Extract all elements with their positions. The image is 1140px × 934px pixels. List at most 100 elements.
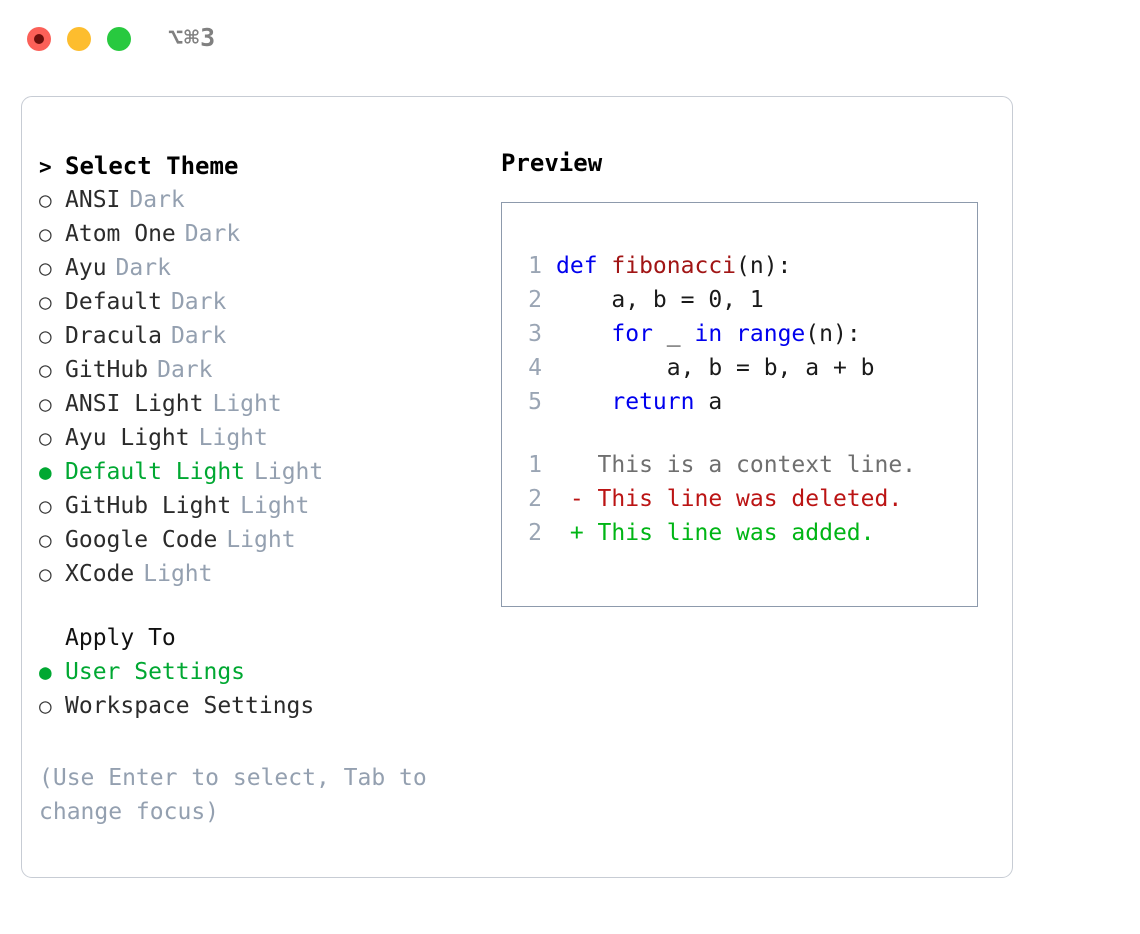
theme-option-atom-one[interactable]: ○ Atom One Dark [39, 217, 509, 251]
theme-option-default-light[interactable]: ● Default Light Light [39, 455, 509, 489]
code-line: 5 return a [518, 385, 875, 419]
theme-option-label: GitHub Light [65, 493, 232, 519]
theme-option-label: Atom One [65, 221, 176, 247]
theme-option-default[interactable]: ○ Default Dark [39, 285, 509, 319]
apply-to-panel: Apply To ●User Settings ○ Workspace Settin… [39, 621, 509, 723]
apply-to-items-list: ●User Settings ○ Workspace Settings [39, 655, 509, 723]
radio-unselected-icon: ○ [39, 290, 52, 314]
theme-option-label: Dracula [65, 323, 162, 349]
code-line: 4 a, b = b, a + b [518, 351, 875, 385]
apply-to-option-label: User Settings [65, 659, 246, 685]
select-theme-header: > Select Theme [39, 149, 509, 183]
radio-unselected-icon: ○ [39, 222, 52, 246]
theme-option-dracula[interactable]: ○ Dracula Dark [39, 319, 509, 353]
diff-sample: 1 This is a context line.2 - This line w… [518, 448, 916, 550]
keyboard-hint-text: (Use Enter to select, Tab to change focu… [39, 765, 427, 825]
line-number: 2 [528, 520, 542, 546]
radio-unselected-icon: ○ [39, 358, 52, 382]
radio-unselected-icon: ○ [39, 392, 52, 416]
radio-unselected-icon: ○ [39, 528, 52, 552]
diff-text: This is a context line. [556, 452, 917, 478]
theme-variant-badge: Light [198, 425, 268, 451]
theme-variant-badge: Dark [157, 357, 213, 383]
line-number: 2 [528, 486, 542, 512]
code-token [556, 389, 611, 415]
theme-variant-badge: Dark [115, 255, 171, 281]
line-number: 1 [528, 452, 542, 478]
radio-unselected-icon: ○ [39, 694, 52, 718]
minimize-window-button[interactable] [67, 27, 91, 51]
prompt-caret-icon: > [39, 155, 52, 179]
theme-variant-badge: Light [143, 561, 213, 587]
code-token: (n): [736, 253, 792, 279]
window-title: ⌥⌘3 [168, 23, 217, 52]
theme-variant-badge: Dark [170, 323, 227, 349]
code-token: a [694, 389, 723, 415]
code-token: def [556, 253, 612, 279]
theme-variant-badge: Dark [170, 289, 227, 315]
theme-variant-badge: Dark [129, 187, 185, 213]
apply-to-header: Apply To [65, 625, 176, 651]
theme-option-label: Google Code [65, 527, 218, 553]
apply-to-option-label: Workspace Settings [65, 693, 315, 719]
radio-unselected-icon: ○ [39, 324, 52, 348]
code-token: a, b = 0, 1 [556, 287, 764, 313]
theme-option-label: Default [65, 289, 162, 315]
theme-variant-badge: Light [254, 459, 324, 485]
theme-option-ansi[interactable]: ○ ANSI Dark [39, 183, 509, 217]
close-window-button[interactable] [27, 27, 51, 51]
theme-option-label: XCode [65, 561, 135, 587]
theme-option-github[interactable]: ○ GitHub Dark [39, 353, 509, 387]
theme-option-ayu[interactable]: ○ Ayu Dark [39, 251, 509, 285]
code-token: (n): [805, 321, 861, 347]
diff-line: 2 + This line was added. [518, 516, 916, 550]
code-line: 1 def fibonacci(n): [518, 249, 875, 283]
record-indicator-icon [34, 34, 44, 44]
line-number: 2 [528, 287, 542, 313]
diff-line: 1 This is a context line. [518, 448, 916, 482]
theme-option-label: GitHub [65, 357, 149, 383]
apply-to-option-user-settings[interactable]: ●User Settings [39, 655, 509, 689]
line-number: 4 [528, 355, 542, 381]
line-number: 1 [528, 253, 542, 279]
theme-option-xcode[interactable]: ○ XCode Light [39, 557, 509, 591]
radio-unselected-icon: ○ [39, 562, 52, 586]
select-theme-label: Select Theme [65, 152, 239, 180]
code-line: 3 for _ in range(n): [518, 317, 875, 351]
code-token: return [611, 389, 695, 415]
code-token: range [736, 321, 806, 347]
theme-option-label: Ayu [65, 255, 107, 281]
theme-option-label: Default Light [65, 459, 246, 485]
diff-line: 2 - This line was deleted. [518, 482, 916, 516]
titlebar: ⌥⌘3 [0, 0, 1140, 78]
diff-text: - This line was deleted. [556, 486, 903, 512]
radio-unselected-icon: ○ [39, 494, 52, 518]
radio-unselected-icon: ○ [39, 426, 52, 450]
maximize-window-button[interactable] [107, 27, 131, 51]
code-token: fibonacci [611, 253, 737, 279]
radio-unselected-icon: ○ [39, 188, 52, 212]
code-token: in [694, 321, 723, 347]
line-number: 3 [528, 321, 542, 347]
theme-variant-badge: Light [212, 391, 282, 417]
theme-variant-badge: Dark [184, 221, 241, 247]
theme-option-label: ANSI [65, 187, 121, 213]
code-line: 2 a, b = 0, 1 [518, 283, 875, 317]
apply-to-option-workspace-settings[interactable]: ○ Workspace Settings [39, 689, 509, 723]
theme-option-label: ANSI Light [65, 391, 204, 417]
radio-unselected-icon: ○ [39, 256, 52, 280]
radio-selected-icon: ● [39, 460, 52, 484]
code-token: a, b = b, a + b [556, 355, 875, 381]
theme-option-ansi-light[interactable]: ○ ANSI Light Light [39, 387, 509, 421]
line-number: 5 [528, 389, 542, 415]
code-token [722, 321, 736, 347]
